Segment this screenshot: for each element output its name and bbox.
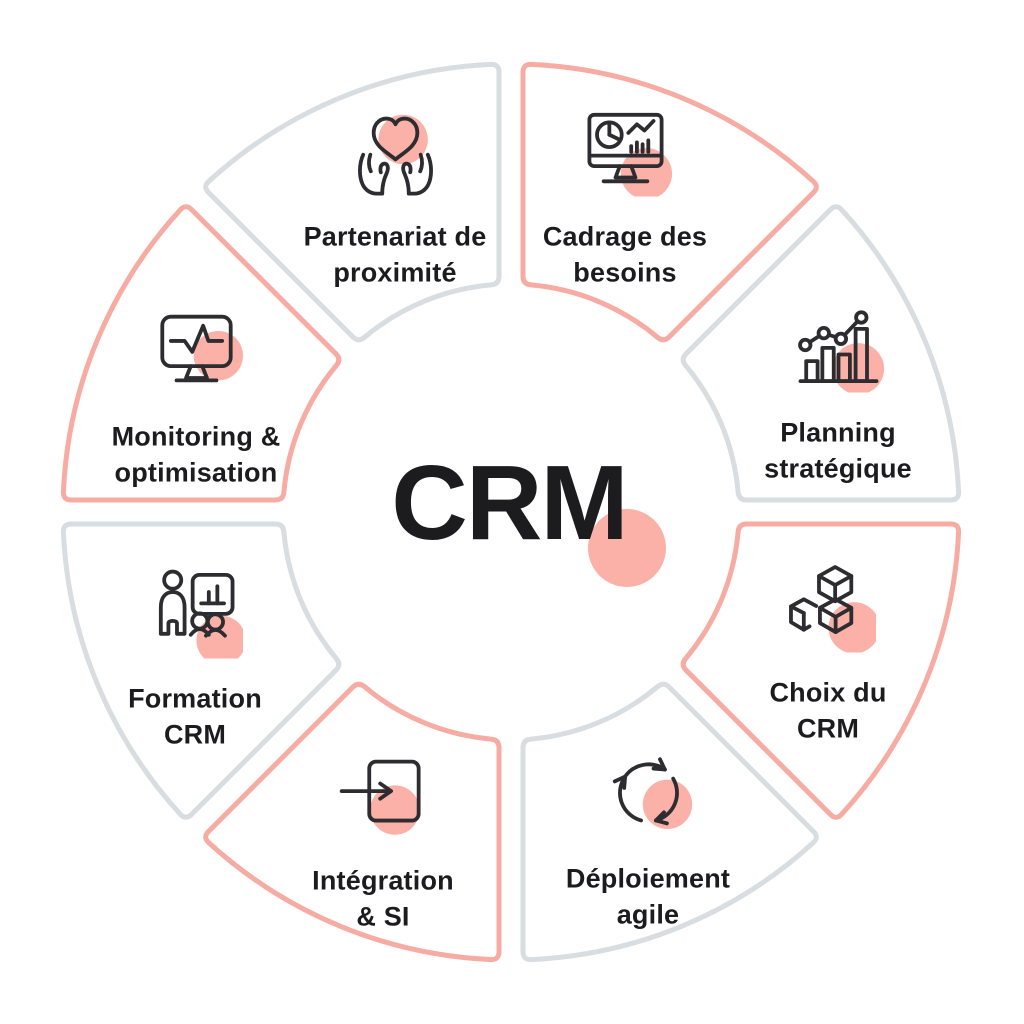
- center-accent-dot: [588, 509, 666, 587]
- label-line-1: Intégration: [312, 865, 454, 896]
- label-line-1: Déploiement: [565, 863, 731, 894]
- segment-label: Partenariat de proximité: [304, 219, 487, 291]
- segment-planning-strategique: Planning stratégique: [693, 298, 983, 487]
- training-presentation-icon: [158, 569, 243, 659]
- segment-shape-formation-crm: [60, 521, 342, 820]
- monitor-pulse-icon: [159, 314, 243, 383]
- segment-label: Choix du CRM: [769, 675, 886, 747]
- label-line-1: Choix du: [769, 677, 887, 708]
- segment-cadrage-des-besoins: Cadrage des besoins: [480, 102, 770, 291]
- segment-choix-du-crm: Choix du CRM: [683, 558, 973, 747]
- segment-shape-integration-si: [203, 681, 502, 963]
- segment-label: Monitoring & optimisation: [112, 419, 281, 491]
- label-line-1: Planning: [780, 417, 896, 448]
- label-line-2: & SI: [356, 901, 410, 932]
- segment-integration-si: Intégration & SI: [238, 746, 528, 935]
- segment-label: Formation CRM: [128, 681, 262, 753]
- segment-label: Intégration & SI: [312, 863, 454, 935]
- label-line-2: stratégique: [764, 453, 912, 484]
- label-line-1: Monitoring &: [111, 421, 281, 452]
- center-title: CRM: [391, 444, 628, 562]
- cubes-icon: [788, 565, 876, 653]
- label-line-2: agile: [616, 899, 680, 930]
- segment-monitoring-optimisation: Monitoring & optimisation: [51, 302, 341, 491]
- label-line-2: proximité: [333, 257, 457, 288]
- label-line-1: Formation: [128, 683, 262, 714]
- cycle-arrows-icon: [612, 757, 692, 829]
- segment-label: Planning stratégique: [764, 415, 912, 487]
- segment-formation-crm: Formation CRM: [50, 564, 340, 753]
- import-arrow-icon: [339, 759, 421, 835]
- label-line-1: Cadrage des: [542, 221, 708, 252]
- segment-label: Cadrage des besoins: [543, 219, 707, 291]
- monitor-analytics-icon: [587, 112, 672, 197]
- segment-deploiement-agile: Déploiement agile: [503, 744, 793, 933]
- label-line-2: CRM: [163, 719, 227, 750]
- bar-chart-trend-icon: [797, 310, 884, 393]
- label-line-2: optimisation: [114, 457, 278, 488]
- segment-label: Déploiement agile: [566, 861, 730, 933]
- segment-shape-choix-du-crm: [680, 521, 962, 820]
- label-line-2: CRM: [796, 713, 860, 744]
- label-line-1: Partenariat de: [303, 221, 487, 252]
- heart-hands-icon: [357, 114, 433, 196]
- label-line-2: besoins: [573, 257, 677, 288]
- segment-partenariat-de-proximite: Partenariat de proximité: [250, 102, 540, 291]
